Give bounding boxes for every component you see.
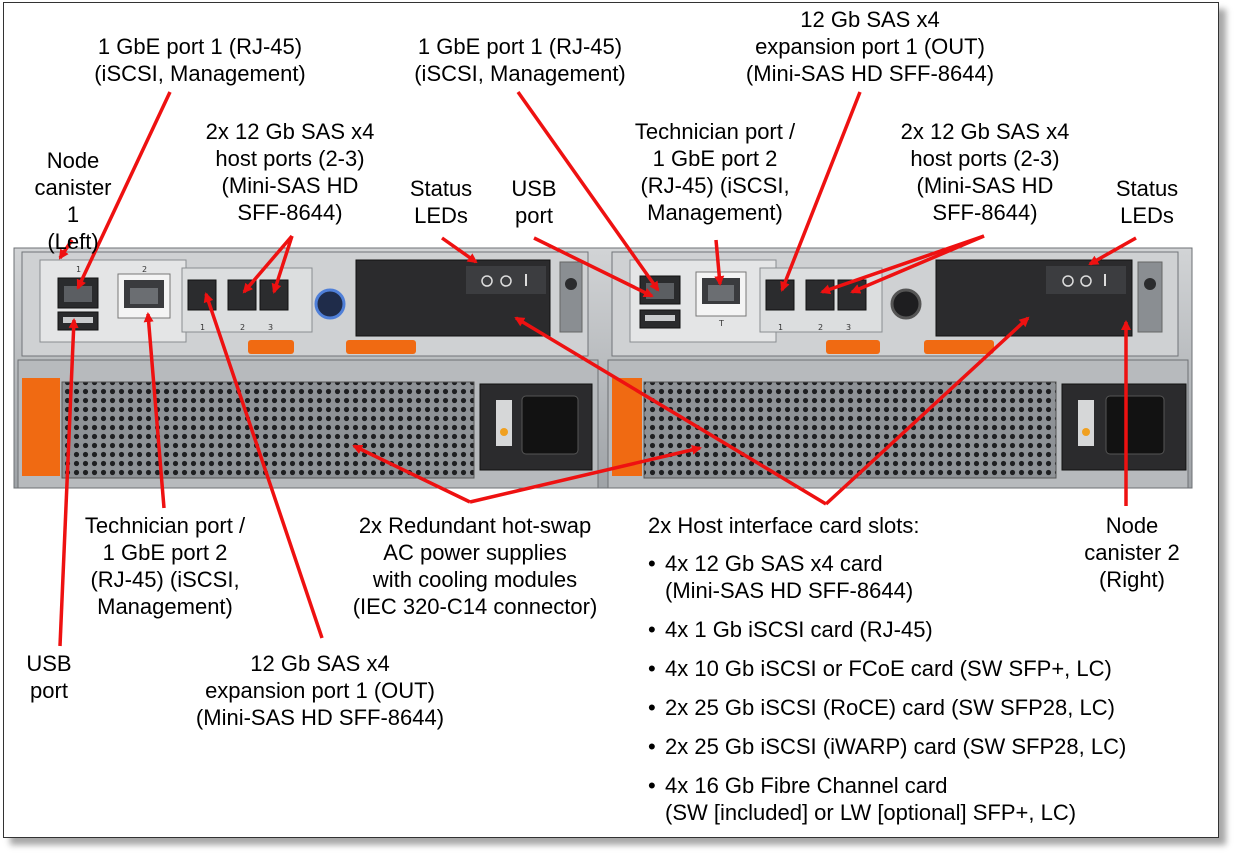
label-sas-host-left: 2x 12 Gb SAS x4 host ports (2-3) (Mini-S… xyxy=(205,119,375,225)
bullet-glyph: • xyxy=(648,551,656,576)
label-usb-port-top: USB port xyxy=(511,176,557,228)
bullet-glyph: • xyxy=(648,656,656,681)
label-power-supplies: 2x Redundant hot-swap AC power supplies … xyxy=(352,513,598,619)
label-usb-port-bottom: USB port xyxy=(26,651,72,703)
thumbscrew-left xyxy=(314,288,346,320)
label-sas-expansion-bottom: 12 Gb SAS x4 expansion port 1 (OUT) (Min… xyxy=(195,651,445,730)
label-technician-bottom: Technician port / 1 GbE port 2 (RJ-45) (… xyxy=(84,513,246,619)
label-node-canister-2: Node canister 2 (Right) xyxy=(1084,513,1180,592)
port-number: 1 xyxy=(778,323,783,332)
fan-vent-right xyxy=(643,381,1057,479)
psu-handle-left xyxy=(22,378,60,476)
port-number: 2 xyxy=(142,265,147,274)
host-card-list-item: •4x 10 Gb iSCSI or FCoE card (SW SFP+, L… xyxy=(648,656,1112,681)
host-card-list-item: •4x 1 Gb iSCSI card (RJ-45) xyxy=(648,617,933,642)
node-canister-left xyxy=(21,251,589,357)
label-status-leds-left: Status LEDs xyxy=(409,176,473,228)
host-card-list-item: •4x 12 Gb SAS x4 card (Mini-SAS HD SFF-8… xyxy=(648,551,914,603)
bullet-glyph: • xyxy=(648,734,656,759)
node-canister-right xyxy=(611,251,1179,357)
orange-handle xyxy=(346,340,416,354)
bullet-glyph: • xyxy=(648,617,656,642)
sas-host-port-2-left xyxy=(227,279,257,311)
label-host-card-title: 2x Host interface card slots: xyxy=(648,513,920,538)
fan-vent-left xyxy=(61,381,475,479)
orange-handle xyxy=(826,340,880,354)
port-number: 1 xyxy=(200,323,205,332)
sas-host-port-3-right xyxy=(837,279,867,311)
sas-expansion-port-right xyxy=(765,279,795,311)
bullet-glyph: • xyxy=(648,695,656,720)
label-gbe-port1-left: 1 GbE port 1 (RJ-45) (iSCSI, Management) xyxy=(94,34,306,86)
sas-expansion-port-left xyxy=(187,279,217,311)
label-status-leds-right: Status LEDs xyxy=(1115,176,1179,228)
label-node-canister-1: Node canister 1 (Left) xyxy=(34,148,112,254)
host-card-list-item: •4x 16 Gb Fibre Channel card (SW [includ… xyxy=(648,773,1077,825)
sas-host-port-3-left xyxy=(259,279,289,311)
port-number: T xyxy=(718,319,724,328)
port-number: 3 xyxy=(268,323,273,332)
label-gbe-port1-right: 1 GbE port 1 (RJ-45) (iSCSI, Management) xyxy=(414,34,626,86)
power-supply-right xyxy=(607,359,1189,489)
port-number: 1 xyxy=(76,265,81,274)
port-number: 2 xyxy=(240,323,245,332)
label-technician-top: Technician port / 1 GbE port 2 (RJ-45) (… xyxy=(634,119,796,225)
orange-handle xyxy=(924,340,994,354)
host-card-list-item: •2x 25 Gb iSCSI (RoCE) card (SW SFP28, L… xyxy=(648,695,1115,720)
orange-handle xyxy=(248,340,294,354)
label-sas-host-right: 2x 12 Gb SAS x4 host ports (2-3) (Mini-S… xyxy=(900,119,1070,225)
port-number: 3 xyxy=(846,323,851,332)
port-number: 2 xyxy=(818,323,823,332)
psu-handle-right xyxy=(612,378,642,476)
host-card-list-item: •2x 25 Gb iSCSI (iWARP) card (SW SFP28, … xyxy=(648,734,1127,759)
sas-host-port-2-right xyxy=(805,279,835,311)
power-supply-left xyxy=(17,359,599,489)
host-card-list: •4x 12 Gb SAS x4 card (Mini-SAS HD SFF-8… xyxy=(648,550,1126,838)
bullet-glyph: • xyxy=(648,773,656,798)
thumbscrew-right xyxy=(890,288,922,320)
label-sas-expansion-top: 12 Gb SAS x4 expansion port 1 (OUT) (Min… xyxy=(745,7,995,86)
